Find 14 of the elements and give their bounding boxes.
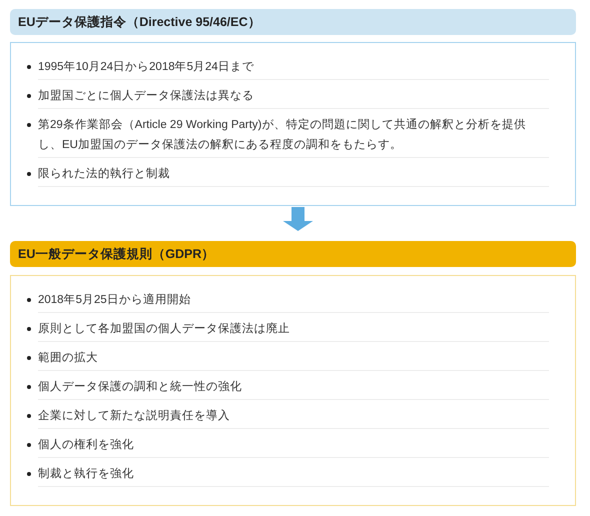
heading-bar: EU一般データ保護規則（GDPR） (10, 241, 576, 267)
list-item-text: 限られた法的執行と制裁 (38, 166, 171, 182)
list-item-text: 加盟国ごとに個人データ保護法は異なる (38, 88, 255, 104)
list-item-text: 企業に対して新たな説明責任を導入 (38, 408, 231, 424)
list-item-text: 制裁と執行を強化 (38, 466, 135, 482)
list-item-text: 1995年10月24日から2018年5月24日まで (38, 60, 255, 75)
list-item-text: 範囲の拡大 (38, 350, 99, 366)
list-item-text: 2018年5月25日から適用開始 (38, 292, 192, 308)
heading-bar: EUデータ保護指令（Directive 95/46/EC） (10, 9, 576, 35)
list-item-text: 個人の権利を強化 (38, 438, 135, 453)
list-item-text: 個人データ保護の調和と統一性の強化 (38, 380, 243, 395)
arrow (283, 207, 313, 231)
list-item-text: 第29条作業部会（Article 29 Working Party)が、特定の問題に関して共通の解釈と分析を提供し、EU加盟国のデータ保護法の解釈にある程度の調和をもたらす。 (38, 117, 527, 153)
list-item-text: 原則として各加盟国の個人データ保護法は廃止 (38, 321, 291, 337)
